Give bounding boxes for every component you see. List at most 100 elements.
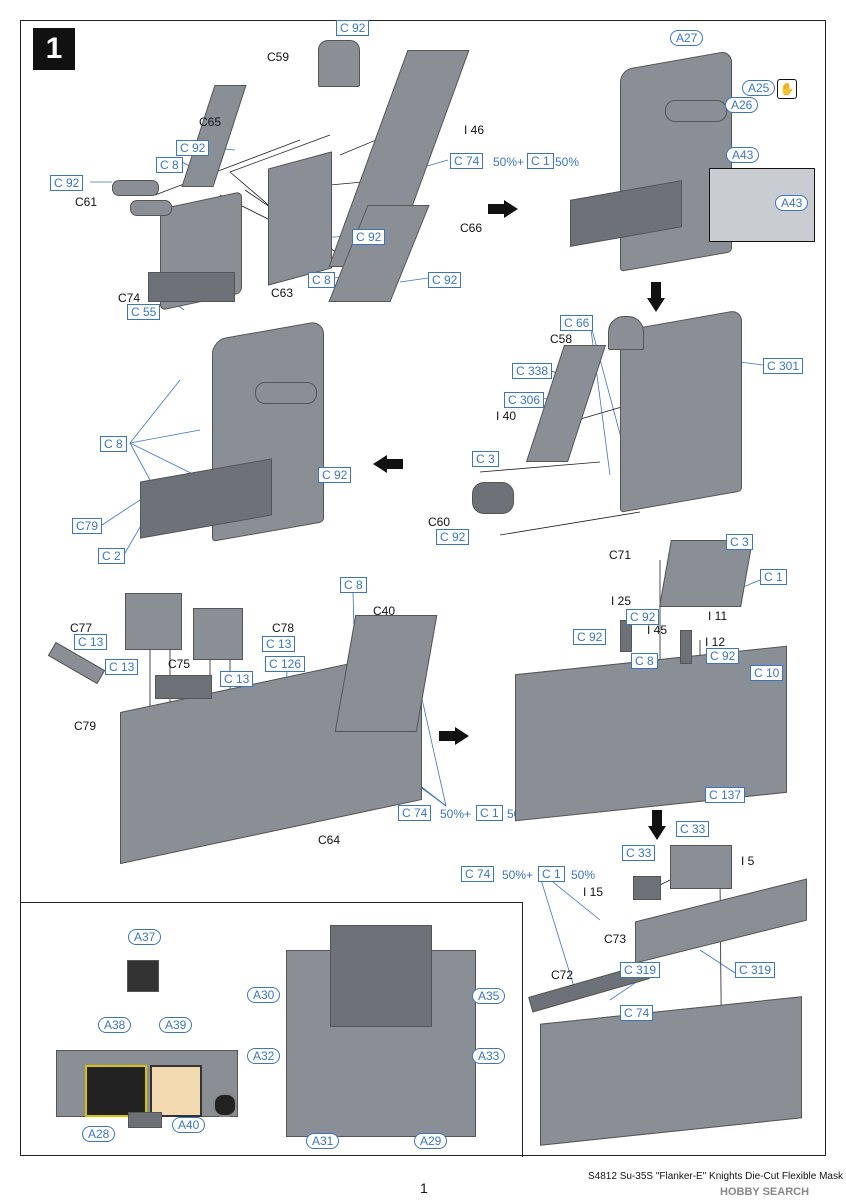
callout-c92-d: C 92 <box>428 272 462 288</box>
step-number-badge: 1 <box>33 28 75 70</box>
label-c61: C61 <box>75 195 98 209</box>
callout-c13-a: C 13 <box>74 634 108 650</box>
page-frame <box>20 20 826 1156</box>
round-gauge-decal <box>213 1093 237 1117</box>
label-c66: C66 <box>460 221 483 235</box>
callout-c13-b: C 13 <box>262 636 296 652</box>
headrest-roll <box>665 100 727 122</box>
callout-a33: A33 <box>472 1048 506 1064</box>
ejection-handle <box>472 482 514 514</box>
callout-a43: A43 <box>726 147 760 163</box>
label-i25: I 25 <box>611 594 632 608</box>
callout-c92-b: C 92 <box>50 175 84 191</box>
label-c58: C58 <box>550 332 573 346</box>
mix-percent-e: 50%+ <box>502 868 534 882</box>
callout-c137: C 137 <box>705 787 746 803</box>
mix-percent-c: 50%+ <box>440 807 472 821</box>
decal-inset-box <box>20 902 523 1157</box>
callout-a35: A35 <box>472 988 506 1004</box>
callout-c92-h: C 92 <box>573 629 607 645</box>
label-c72: C72 <box>551 968 574 982</box>
callout-c74-b: C 74 <box>398 805 432 821</box>
rear-bulkhead-c71 <box>659 540 753 607</box>
callout-a40: A40 <box>172 1117 206 1133</box>
hud-glass-i15 <box>633 876 661 900</box>
callout-c8-a: C 8 <box>156 157 183 173</box>
label-c59: C59 <box>267 50 290 64</box>
callout-c13-c: C 13 <box>105 659 139 675</box>
callout-c92-i: C 92 <box>706 648 740 664</box>
seat-base-part <box>148 272 235 302</box>
mix-percent-a: 50%+ <box>493 155 525 169</box>
switch-bank-a40 <box>128 1112 162 1128</box>
callout-c1-b: C 1 <box>476 805 503 821</box>
seat-back-part <box>268 151 332 286</box>
headrest-pad <box>608 316 644 350</box>
callout-a27: A27 <box>670 30 704 46</box>
label-i5: I 5 <box>741 854 755 868</box>
center-frame-decal <box>330 925 432 1027</box>
cushion-roll-2-part <box>130 200 172 216</box>
label-i15: I 15 <box>583 885 604 899</box>
throttle-part <box>155 675 212 699</box>
step-arrow-down-1 <box>647 282 665 312</box>
callout-c92-top: C 92 <box>336 20 370 36</box>
label-i46: I 46 <box>464 123 485 137</box>
label-c77: C77 <box>70 621 93 635</box>
small-display-a37 <box>127 960 159 992</box>
callout-c1-c: C 1 <box>760 569 787 585</box>
callout-c306: C 306 <box>504 392 545 408</box>
label-c78: C78 <box>272 621 295 635</box>
callout-c8-b: C 8 <box>308 272 335 288</box>
step-arrow-right-2 <box>439 727 469 745</box>
hand-tool-icon: ✋ <box>777 79 797 99</box>
step-arrow-down-2 <box>648 810 666 840</box>
callout-c74-c: C 74 <box>461 866 495 882</box>
footer-product: S4812 Su-35S "Flanker-E" Knights Die-Cut… <box>588 1171 843 1182</box>
callout-c33-a: C 33 <box>676 821 710 837</box>
label-c63: C63 <box>271 286 294 300</box>
mfd-screen-decal <box>150 1065 202 1117</box>
callout-c8-e: C 8 <box>631 653 658 669</box>
callout-a39: A39 <box>159 1017 193 1033</box>
label-c40: C40 <box>373 604 396 618</box>
callout-c92-c: C 92 <box>352 229 386 245</box>
label-c60: C60 <box>428 515 451 529</box>
callout-c8-c: C 8 <box>100 436 127 452</box>
hud-part-i5 <box>670 845 732 889</box>
callout-a28: A28 <box>82 1126 116 1142</box>
callout-c92-a: C 92 <box>176 140 210 156</box>
step-arrow-left <box>373 455 403 473</box>
cockpit-tub-assembled <box>515 645 787 822</box>
callout-a31: A31 <box>306 1133 340 1149</box>
callout-c79-b: C79 <box>72 518 103 534</box>
cushion-roll-part <box>112 180 159 196</box>
callout-c33-b: C 33 <box>622 845 656 861</box>
callout-c319-a: C 319 <box>620 962 661 978</box>
callout-a29: A29 <box>414 1133 448 1149</box>
footer-watermark: HOBBY SEARCH <box>720 1186 810 1198</box>
callout-c66-b: C 66 <box>560 315 594 331</box>
radar-screen-decal <box>85 1065 147 1117</box>
callout-c92-f: C 92 <box>318 467 352 483</box>
callout-c2: C 2 <box>98 548 125 564</box>
label-c71: C71 <box>609 548 632 562</box>
mix-percent-f: 50% <box>571 868 596 882</box>
callout-c74-d: C 74 <box>620 1005 654 1021</box>
completed-seat-roll <box>255 382 317 404</box>
callout-a25: A25 <box>742 80 776 96</box>
callout-c301: C 301 <box>763 358 804 374</box>
step-arrow-right-1 <box>488 200 518 218</box>
label-c64: C64 <box>318 833 341 847</box>
callout-c1-d: C 1 <box>538 866 565 882</box>
label-c65: C65 <box>199 115 222 129</box>
callout-c338: C 338 <box>512 363 553 379</box>
headrest-part <box>318 40 360 87</box>
label-i40: I 40 <box>496 409 517 423</box>
console-right-part <box>193 608 243 660</box>
callout-a37: A37 <box>128 929 162 945</box>
callout-c8-d: C 8 <box>340 577 367 593</box>
callout-c10: C 10 <box>750 665 784 681</box>
callout-a43-detail: A43 <box>775 195 809 211</box>
callout-c319-b: C 319 <box>735 962 776 978</box>
